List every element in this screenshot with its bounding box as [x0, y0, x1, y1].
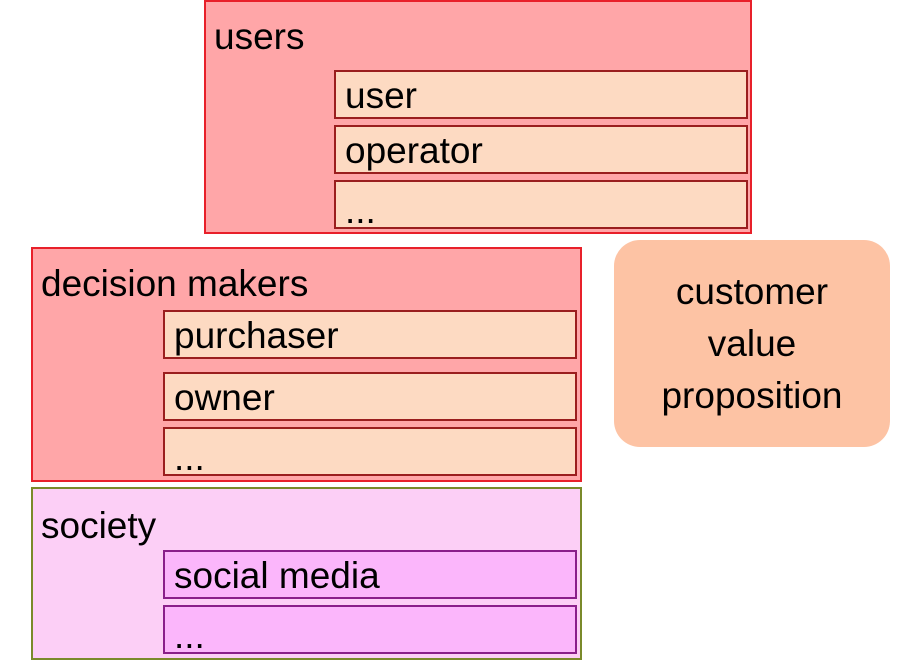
- proposition-line: customer: [675, 270, 829, 312]
- group-item: ...: [163, 605, 577, 654]
- group-item: ...: [334, 180, 748, 229]
- society-group: society social media ...: [31, 487, 582, 660]
- group-item: user: [334, 70, 748, 119]
- item-label: ...: [174, 437, 205, 478]
- item-label: user: [345, 75, 417, 116]
- group-title: decision makers: [41, 263, 309, 304]
- users-group: users user operator ...: [204, 0, 752, 234]
- group-title: society: [41, 505, 157, 546]
- customer-value-proposition-box: customer value proposition: [614, 240, 890, 447]
- group-item: social media: [163, 550, 577, 599]
- item-label: purchaser: [174, 315, 339, 356]
- item-label: ...: [345, 190, 376, 231]
- group-item: purchaser: [163, 310, 577, 359]
- decision-makers-group: decision makers purchaser owner ...: [31, 247, 582, 482]
- item-label: owner: [174, 377, 275, 418]
- group-title: users: [214, 16, 305, 57]
- item-label: ...: [174, 615, 205, 656]
- group-item: ...: [163, 427, 577, 476]
- group-item: operator: [334, 125, 748, 174]
- item-label: social media: [174, 555, 380, 596]
- proposition-line: proposition: [661, 374, 843, 416]
- item-label: operator: [345, 130, 483, 171]
- proposition-line: value: [707, 322, 797, 364]
- group-item: owner: [163, 372, 577, 421]
